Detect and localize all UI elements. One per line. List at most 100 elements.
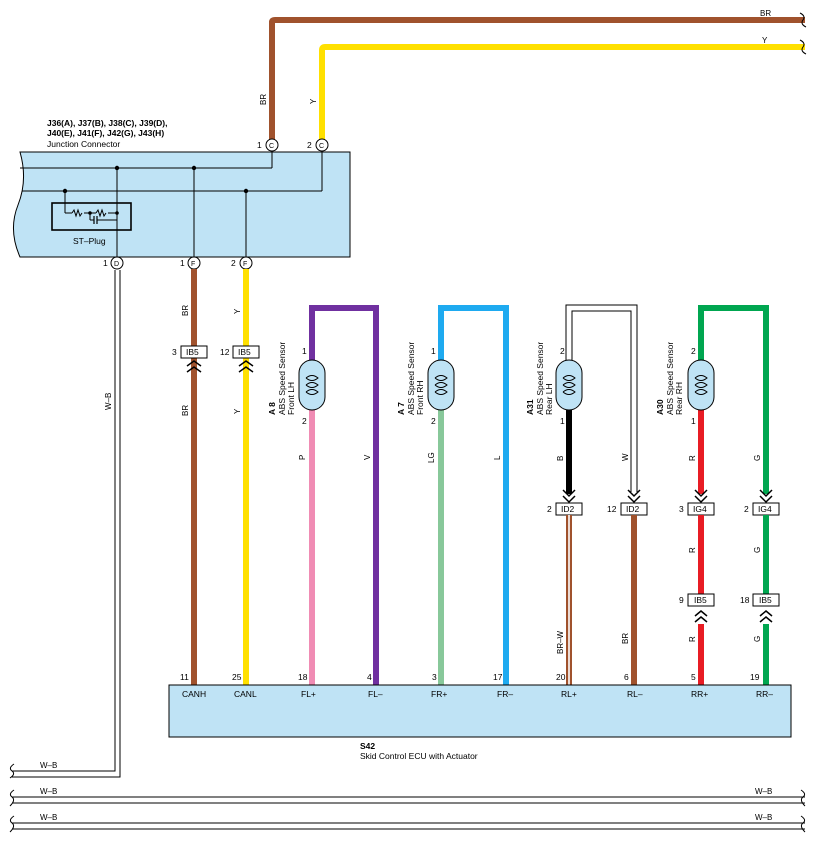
top-wire-y-label: Y [762, 36, 768, 45]
ecu-pin-rl-minus: 6 [624, 672, 629, 682]
canl-connector-pin: 12 [220, 347, 230, 357]
st-plug-label: ST–Plug [73, 236, 106, 246]
sensor-right-code: V [363, 454, 372, 460]
right-mid-code: G [753, 547, 762, 553]
pin-number: 2 [307, 140, 312, 150]
top-wire-br: BR BR [259, 9, 807, 142]
ground-label-left: W–B [40, 813, 57, 822]
ecu-pin-canh: 11 [180, 672, 189, 682]
pin-code: C [319, 143, 324, 150]
ecu-pin-rl-plus: 20 [556, 672, 566, 682]
ecu-pin-rr-minus: 19 [750, 672, 760, 682]
ecu-pin-fl-minus: 4 [367, 672, 372, 682]
sensor-right-code: L [493, 455, 502, 460]
left-connector: IG4 [693, 504, 707, 514]
ecu-label-rr-plus: RR+ [691, 689, 708, 699]
canh-upper-code: BR [181, 305, 190, 316]
sensor-pin-top: 1 [431, 346, 436, 356]
sensor-rear-lh: 2 1 A31 ABS Speed Sensor Rear LH B W ID2… [525, 304, 648, 686]
right-lower-code: BR [621, 633, 630, 644]
canh-connector-pin: 3 [172, 347, 177, 357]
ecu-label-rl-minus: RL– [627, 689, 643, 699]
junction-bottom-pin-f1: 1 F [180, 256, 201, 270]
sensor-pin-bottom: 2 [302, 416, 307, 426]
pin-code: C [269, 143, 274, 150]
ecu-pin-fl-plus: 18 [298, 672, 308, 682]
sensor-front-rh: 1 2 A 7 ABS Speed Sensor Front RH LG L [396, 305, 509, 686]
ground-wire-2: W–B W–B [9, 787, 806, 807]
ground-wire-3: W–B W–B [9, 813, 806, 833]
sensor-name2: Front RH [415, 381, 425, 415]
left-connector-pin: 3 [679, 504, 684, 514]
canh-lower-code: BR [181, 405, 190, 416]
sensor-name2: Rear RH [674, 382, 684, 415]
right-connector-2-pin: 18 [740, 595, 750, 605]
sensor-ref: A 8 [267, 402, 277, 415]
sensor-left-code: B [556, 456, 565, 461]
sensor-name1: ABS Speed Sensor [665, 342, 675, 415]
right-connector: ID2 [626, 504, 640, 514]
sensor-pin-bottom: 1 [691, 416, 696, 426]
ecu-name: Skid Control ECU with Actuator [360, 751, 478, 761]
sensor-name2: Rear LH [544, 383, 554, 415]
st-plug: ST–Plug [51, 191, 132, 246]
sensor-name1: ABS Speed Sensor [535, 342, 545, 415]
top-wire-br-label: BR [760, 9, 771, 18]
pin-number: 1 [257, 140, 262, 150]
sensor-left-code: LG [427, 452, 436, 463]
left-connector: ID2 [561, 504, 575, 514]
sensor-right-code: G [753, 455, 762, 461]
junction-top-pin-2: 2 C [307, 138, 329, 152]
left-lower-code: BR–W [556, 630, 565, 654]
ecu-label-rr-minus: RR– [756, 689, 773, 699]
right-connector-2: IB5 [759, 595, 772, 605]
top-wire-y: Y Y [309, 36, 807, 142]
canh-wire: BR BR IB5 3 [172, 269, 208, 686]
wb-vertical-label: W–B [104, 393, 113, 410]
pin-code: D [114, 261, 119, 268]
ecu-pin-rr-plus: 5 [691, 672, 696, 682]
ground-wire-1: W–B [9, 761, 57, 779]
ecu-pin-canl: 25 [232, 672, 242, 682]
sensor-name1: ABS Speed Sensor [277, 342, 287, 415]
sensor-pin-bottom: 2 [431, 416, 436, 426]
pin-code: F [243, 261, 247, 268]
ecu-label-fl-minus: FL– [368, 689, 383, 699]
pin-number: 1 [103, 258, 108, 268]
ground-label-left: W–B [40, 761, 57, 770]
ecu-label-fl-plus: FL+ [301, 689, 316, 699]
ground-label-left: W–B [40, 787, 57, 796]
ecu-pin-fr-minus: 17 [493, 672, 503, 682]
ecu-ref: S42 [360, 741, 375, 751]
sensor-pin-top: 1 [302, 346, 307, 356]
junction-name: Junction Connector [47, 139, 120, 149]
right-lower-code: G [753, 636, 762, 642]
ecu-label-rl-plus: RL+ [561, 689, 577, 699]
top-wire-br-vertical-code: BR [259, 94, 268, 105]
canh-connector: IB5 [186, 347, 199, 357]
right-connector: IG4 [758, 504, 772, 514]
ecu-box: 11 CANH 25 CANL 18 FL+ 4 FL– 3 FR+ 17 FR… [168, 672, 792, 738]
top-wire-y-vertical-code: Y [309, 98, 318, 104]
right-connector-pin: 2 [744, 504, 749, 514]
ecu-label-canh: CANH [182, 689, 206, 699]
sensor-right-code: W [621, 453, 630, 461]
sensor-name2: Front LH [286, 382, 296, 415]
canl-upper-code: Y [233, 308, 242, 314]
pin-number: 2 [231, 258, 236, 268]
sensor-ref: A30 [655, 399, 665, 415]
ground-label-right: W–B [755, 813, 772, 822]
left-lower-code: R [688, 636, 697, 642]
left-connector-pin: 2 [547, 504, 552, 514]
sensor-left-code: R [688, 455, 697, 461]
sensor-ref: A31 [525, 399, 535, 415]
sensor-pin-top: 2 [560, 346, 565, 356]
sensor-name1: ABS Speed Sensor [406, 342, 416, 415]
junction-refs-line2: J40(E), J41(F), J42(G), J43(H) [47, 128, 164, 138]
junction-bottom-pin-f2: 2 F [231, 256, 253, 270]
sensor-left-code: P [298, 455, 307, 460]
junction-bottom-pin-d: 1 D [103, 256, 124, 270]
sensor-pin-bottom: 1 [560, 416, 565, 426]
sensor-front-lh: 1 2 A 8 ABS Speed Sensor Front LH P V [267, 305, 379, 686]
canl-lower-code: Y [233, 408, 242, 414]
